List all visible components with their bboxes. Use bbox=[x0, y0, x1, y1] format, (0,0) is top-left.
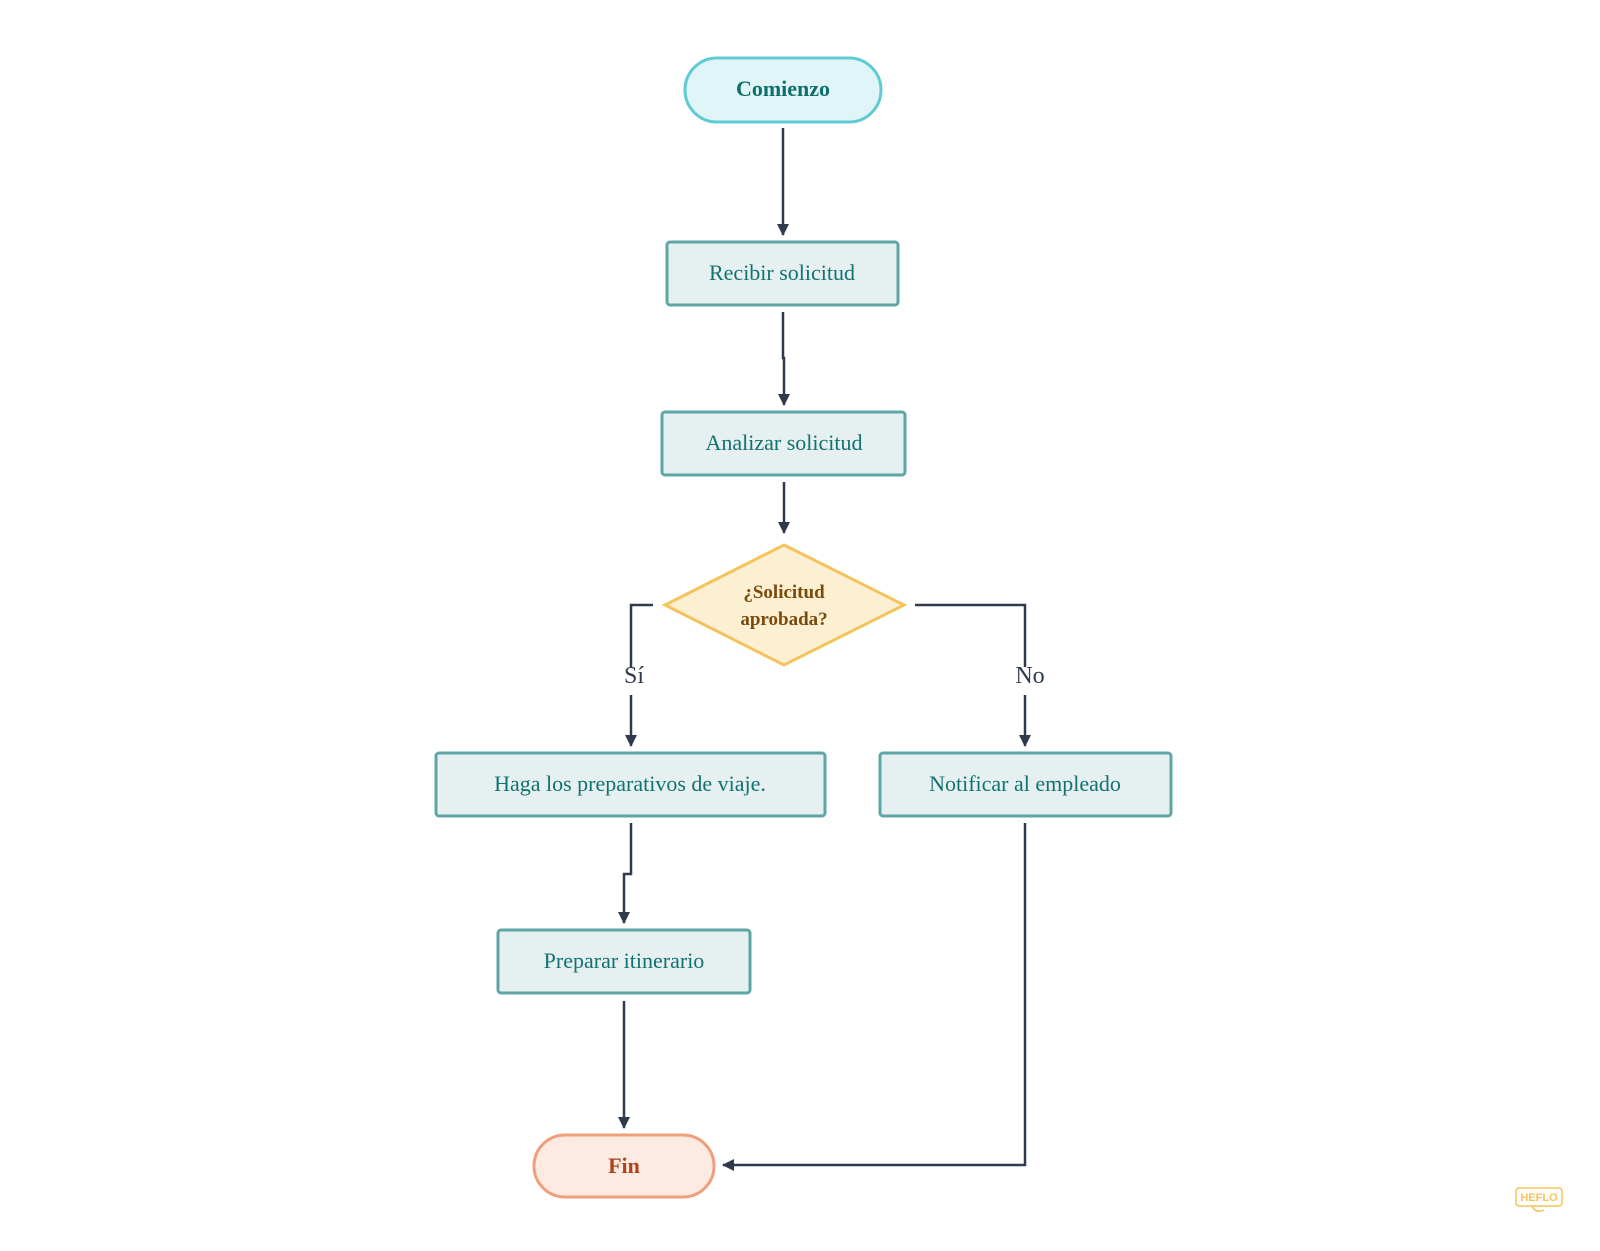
end-node[interactable]: Fin bbox=[532, 1133, 716, 1199]
heflo-logo-text: HEFLO bbox=[1520, 1192, 1558, 1204]
edge-decision-yes bbox=[631, 603, 653, 746]
process-notify-employee[interactable]: Notificar al empleado bbox=[878, 751, 1173, 818]
process-receive-request-label: Recibir solicitud bbox=[709, 260, 855, 285]
end-node-label: Fin bbox=[608, 1153, 640, 1178]
start-node-label: Comienzo bbox=[736, 76, 830, 101]
decision-label-line2: aprobada? bbox=[740, 609, 827, 630]
process-prepare-itinerary[interactable]: Preparar itinerario bbox=[496, 928, 752, 995]
process-travel-preparations[interactable]: Haga los preparativos de viaje. bbox=[434, 751, 827, 818]
process-travel-preparations-label: Haga los preparativos de viaje. bbox=[494, 771, 766, 796]
process-prepare-itinerary-label: Preparar itinerario bbox=[544, 948, 705, 973]
process-analyze-request[interactable]: Analizar solicitud bbox=[660, 410, 907, 477]
decision-label-line1: ¿Solicitud bbox=[743, 582, 825, 603]
heflo-logo: HEFLO bbox=[1515, 1187, 1563, 1213]
edge-receive-to-analyze bbox=[778, 312, 790, 406]
start-node[interactable]: Comienzo bbox=[683, 56, 883, 124]
edge-travel-to-itinerary bbox=[618, 823, 633, 924]
edge-label-no: No bbox=[1015, 663, 1044, 689]
decision-request-approved[interactable]: ¿Solicitud aprobada? bbox=[661, 543, 908, 667]
edge-decision-no bbox=[915, 603, 1025, 746]
process-receive-request[interactable]: Recibir solicitud bbox=[665, 240, 900, 307]
edge-label-yes: Sí bbox=[624, 663, 644, 689]
process-notify-employee-label: Notificar al empleado bbox=[929, 771, 1121, 796]
process-analyze-request-label: Analizar solicitud bbox=[705, 430, 862, 455]
edge-notify-to-end bbox=[722, 823, 1027, 1171]
